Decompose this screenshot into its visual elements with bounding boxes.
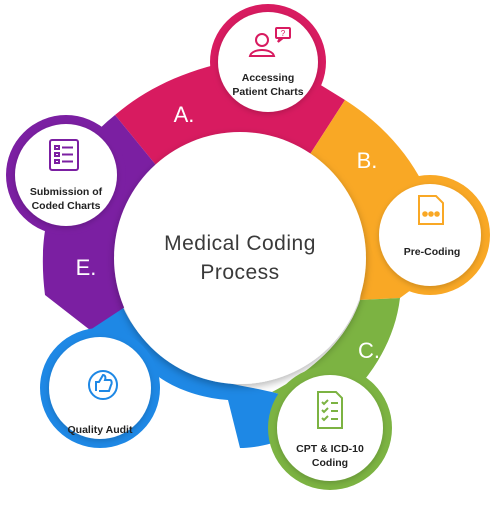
center-title-line1: Medical Coding [164,232,316,255]
step-node-b: Pre-Coding [370,175,490,295]
step-label-c-line2: Coding [312,457,348,469]
step-letter-a: A. [174,102,195,127]
list-form-icon [49,139,79,171]
svg-text:?: ? [281,29,286,38]
step-letter-d: D. [185,400,207,425]
thumbs-up-badge-icon [88,370,118,400]
step-node-d: Quality Audit [40,328,160,448]
center-title-line2: Process [200,261,279,284]
checklist-icon [317,391,343,429]
document-icon [418,195,444,225]
step-label-c-line1: CPT & ICD-10 [296,443,364,455]
step-label-b-line1: Pre-Coding [404,246,461,258]
step-node-a: ? Accessing Patient Charts [210,4,326,120]
step-label-a-line2: Patient Charts [232,86,303,98]
person-question-icon: ? [248,27,291,57]
step-label-d-line1: Quality Audit [68,424,133,436]
step-label-e-line1: Submission of [30,186,103,198]
step-node-e: Submission of Coded Charts [6,115,126,235]
step-label-a-line1: Accessing [242,72,295,84]
step-letter-b: B. [357,148,378,173]
step-label-e-line2: Coded Charts [32,200,101,212]
center-circle: Medical Coding Process [114,132,366,384]
step-node-c: CPT & ICD-10 Coding [268,366,392,490]
step-letters: A. B. C. D. E. [76,102,380,425]
step-letter-c: C. [358,338,380,363]
step-letter-e: E. [76,255,97,280]
